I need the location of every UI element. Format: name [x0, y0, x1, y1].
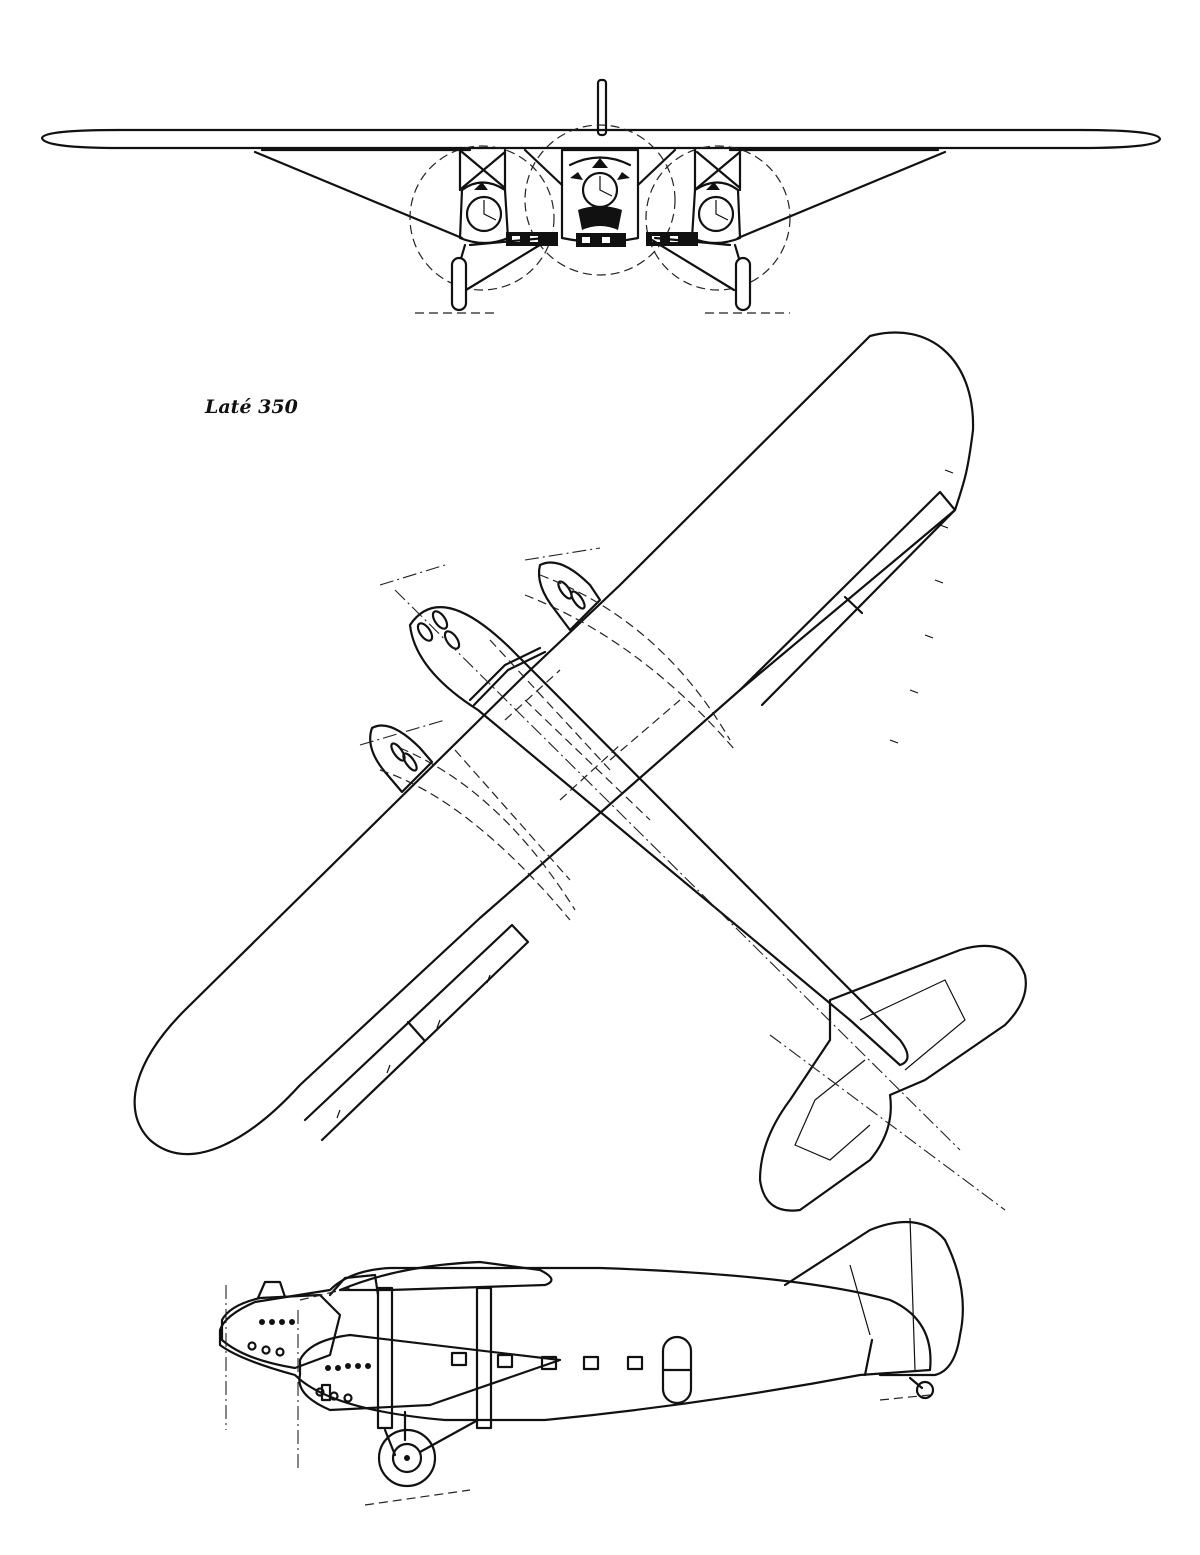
side-nacelle-lower [298, 1333, 562, 1412]
plan-tailplane [758, 944, 1027, 1212]
front-strut-left [253, 148, 472, 240]
front-nacelle-right [690, 181, 742, 245]
plan-view [133, 331, 1027, 1212]
aircraft-name-caption: Laté 350 [205, 396, 298, 418]
side-tailwheel [915, 1380, 935, 1400]
plan-aileron-right [738, 490, 957, 707]
side-exhaust-holes [247, 1319, 371, 1403]
plan-fuselage [408, 606, 909, 1067]
side-view [218, 1217, 964, 1506]
front-prop-disc-center [524, 124, 676, 276]
front-wheel-right [734, 256, 752, 312]
side-fin [783, 1220, 964, 1377]
plan-centerline [394, 589, 961, 1151]
front-strut-right [728, 148, 947, 240]
plan-elevator-outline [794, 979, 966, 1161]
plan-nacelle-bottom [369, 724, 434, 794]
front-fin [596, 78, 608, 137]
side-ground-line [364, 1394, 931, 1506]
side-cabin-windows [450, 1351, 644, 1371]
side-strut-rear [475, 1286, 493, 1430]
front-wheel-left [450, 256, 468, 312]
front-radiator-center [576, 233, 626, 247]
side-nacelle-upper [220, 1293, 342, 1370]
plan-wing [133, 331, 975, 1156]
front-prop-disc-left [409, 145, 555, 291]
front-prop-disc-right [645, 145, 791, 291]
side-main-wheel [377, 1428, 437, 1488]
front-view [40, 78, 1162, 314]
plan-nacelle-top [537, 561, 602, 632]
side-fuselage [218, 1266, 932, 1422]
side-strut-front [376, 1286, 394, 1430]
side-main-gear [383, 1410, 480, 1457]
front-wing [40, 128, 1162, 150]
